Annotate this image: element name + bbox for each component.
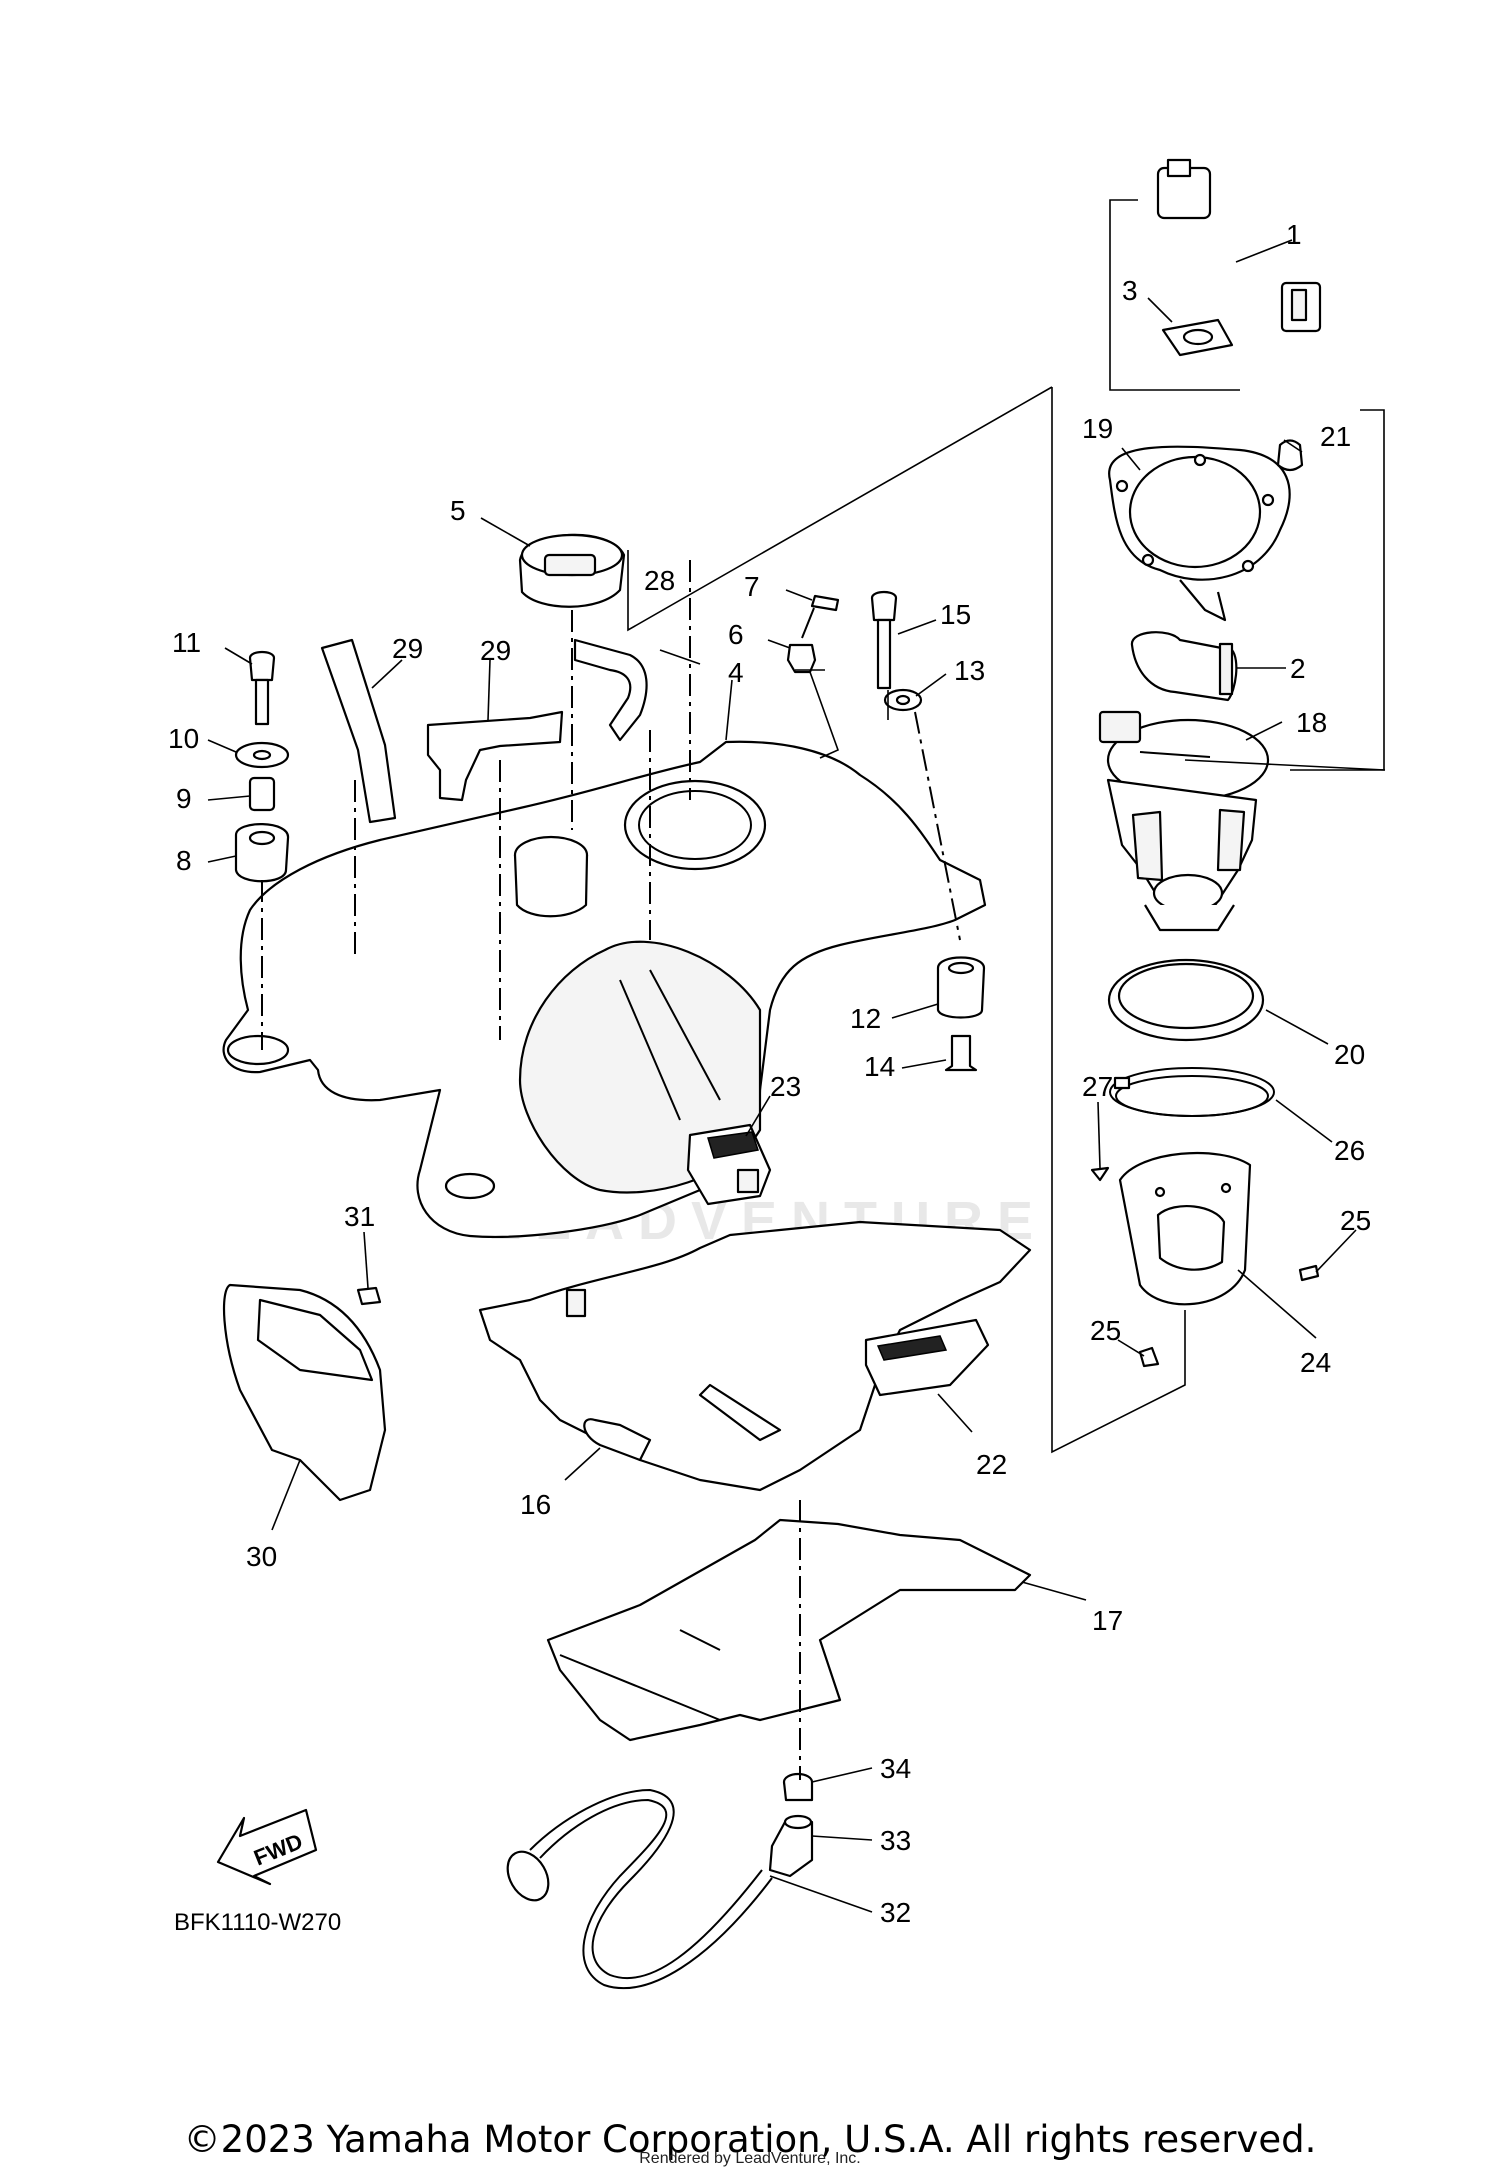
label-part-7: 7 <box>744 571 760 602</box>
label-part-33: 33 <box>880 1825 911 1856</box>
label-part-6: 6 <box>728 619 744 650</box>
part-24-protector <box>1118 1151 1252 1306</box>
part-16-seat-rail-tray <box>478 1220 1032 1492</box>
label-part-3: 3 <box>1122 275 1138 306</box>
label-part-25-lower: 25 <box>1090 1315 1121 1346</box>
fwd-arrow-icon: FWD <box>216 1808 318 1886</box>
copyright-notice: ©2023 Yamaha Motor Corporation, U.S.A. A… <box>183 2118 1317 2161</box>
part-13-washer <box>883 688 923 712</box>
part-3-grommet <box>1161 318 1234 357</box>
label-part-27: 27 <box>1082 1071 1113 1102</box>
label-part-15: 15 <box>940 599 971 630</box>
part-4-fuel-tank <box>222 740 987 1238</box>
label-part-11: 11 <box>172 627 201 658</box>
label-part-16: 16 <box>520 1489 551 1520</box>
label-part-21: 21 <box>1320 421 1351 452</box>
part-34-grommet <box>782 1772 814 1802</box>
part-6-damper <box>786 643 817 674</box>
label-part-4: 4 <box>728 657 744 688</box>
label-part-5: 5 <box>450 495 466 526</box>
label-part-26: 26 <box>1334 1135 1365 1166</box>
label-part-18: 18 <box>1296 707 1327 738</box>
label-part-2: 2 <box>1290 653 1306 684</box>
part-5-fuel-cap <box>518 533 626 608</box>
rendered-by-credit: Rendered by LeadVenture, Inc. <box>639 2150 861 2167</box>
part-9-collar <box>248 776 276 812</box>
label-part-1: 1 <box>1286 219 1302 250</box>
leader-lines <box>207 239 1357 1913</box>
part-17-undercover <box>546 1518 1032 1742</box>
part-1-fuel-hose <box>1156 158 1414 399</box>
part-10-washer <box>234 741 290 769</box>
label-part-32: 32 <box>880 1897 911 1928</box>
label-part-24: 24 <box>1300 1347 1331 1378</box>
part-27-clip <box>1090 1166 1110 1182</box>
label-part-20: 20 <box>1334 1039 1365 1070</box>
part-7-screw <box>801 594 840 639</box>
part-11-bolt <box>248 650 276 726</box>
part-31-clip <box>356 1286 382 1306</box>
part-number-labels: 1 2 3 4 5 6 7 8 9 10 11 12 13 14 15 16 1… <box>168 219 1371 1928</box>
label-part-13: 13 <box>954 655 985 686</box>
part-33-elbow <box>768 1814 814 1878</box>
label-part-17: 17 <box>1092 1605 1123 1636</box>
part-28-hose <box>573 638 648 742</box>
part-8-damper <box>234 823 290 883</box>
label-part-8: 8 <box>176 845 192 876</box>
part-29-hoses <box>320 638 564 824</box>
label-part-29-left: 29 <box>392 633 423 664</box>
label-part-23: 23 <box>770 1071 801 1102</box>
part-20-ring-gasket <box>1107 958 1265 1042</box>
part-30-side-cover <box>222 1283 387 1502</box>
label-part-31: 31 <box>344 1201 375 1232</box>
label-part-30: 30 <box>246 1541 277 1572</box>
label-part-9: 9 <box>176 783 192 814</box>
part-19-flange-plate <box>1108 445 1291 622</box>
part-18-fuel-pump <box>1098 710 1270 932</box>
label-part-34: 34 <box>880 1753 911 1784</box>
label-part-29-right: 29 <box>480 635 511 666</box>
label-part-22: 22 <box>976 1449 1007 1480</box>
part-32-drain-hose <box>506 1788 773 1990</box>
part-23-regulator <box>686 1123 772 1206</box>
part-25-screws <box>1138 1264 1320 1368</box>
label-part-28: 28 <box>644 565 675 596</box>
label-part-10: 10 <box>168 723 199 754</box>
part-22-relay <box>864 1318 990 1397</box>
part-15-bolt <box>870 590 898 690</box>
label-part-12: 12 <box>850 1003 881 1034</box>
label-part-14: 14 <box>864 1051 895 1082</box>
label-part-19: 19 <box>1082 413 1113 444</box>
diagram-reference-code: BFK1110-W270 <box>174 1909 341 1936</box>
part-12-damper <box>936 956 986 1019</box>
label-part-25-upper: 25 <box>1340 1205 1371 1236</box>
part-26-band <box>1109 1067 1275 1117</box>
part-2-holder <box>1130 631 1238 702</box>
part-14-collar <box>944 1034 978 1072</box>
